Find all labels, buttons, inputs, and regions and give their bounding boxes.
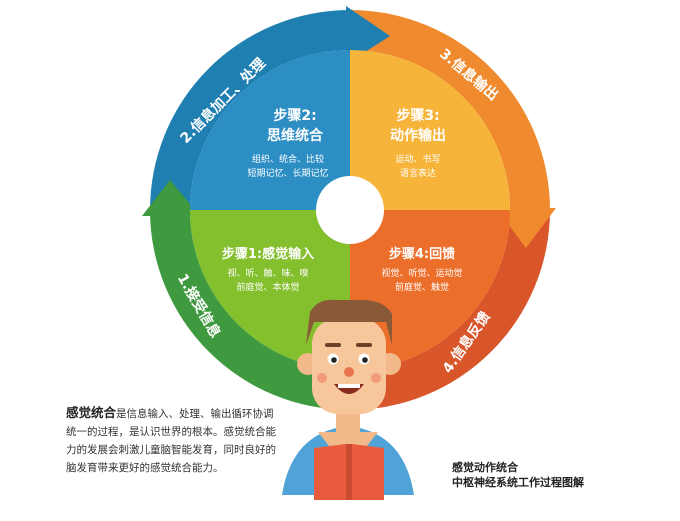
diagram-caption: 感觉动作统合 中枢神经系统工作过程图解: [452, 460, 652, 490]
step2-detail-line1: 组织、统合、比较: [252, 153, 324, 165]
step4-detail-line2: 前庭觉、触觉: [395, 281, 449, 293]
arrow-head-top-icon: [346, 6, 390, 64]
description-paragraph: 感觉统合是信息输入、处理、输出循环协调统一的过程，是认识世界的根本。感觉统合能力…: [66, 404, 276, 477]
quadrant-step3: [350, 50, 510, 210]
step3-detail-line1: 运动、书写: [395, 154, 440, 165]
arrow-head-left-icon: [142, 180, 200, 216]
step3-detail-line2: 语言表达: [400, 167, 436, 179]
description-body: 是信息输入、处理、输出循环协调统一的过程，是认识世界的根本。感觉统合能力的发展会…: [66, 408, 276, 474]
step3-title-line2: 动作输出: [390, 127, 446, 144]
step2-detail-line2: 短期记忆、长期记忆: [247, 167, 328, 179]
step2-title-line2: 思维统合: [267, 127, 324, 144]
step4-title: 步骤4:回馈: [389, 246, 455, 262]
child-illustration: [282, 299, 414, 500]
caption-line2: 中枢神经系统工作过程图解: [452, 476, 584, 489]
arrow-head-right-icon: [496, 208, 556, 248]
step1-detail-line2: 前庭觉、本体觉: [236, 281, 299, 293]
step4-detail-line1: 视觉、听觉、运动觉: [381, 267, 462, 279]
caption-line1: 感觉动作统合: [452, 461, 518, 474]
step1-title: 步骤1:感觉输入: [222, 246, 314, 262]
quadrant-step2: [190, 50, 350, 210]
description-lead: 感觉统合: [66, 405, 117, 420]
center-circle: [316, 176, 384, 244]
step1-detail-line1: 视、听、触、味、嗅: [227, 267, 308, 279]
book-icon: [314, 444, 346, 500]
step3-title-line1: 步骤3:: [396, 107, 439, 124]
step2-title-line1: 步骤2:: [273, 107, 316, 124]
